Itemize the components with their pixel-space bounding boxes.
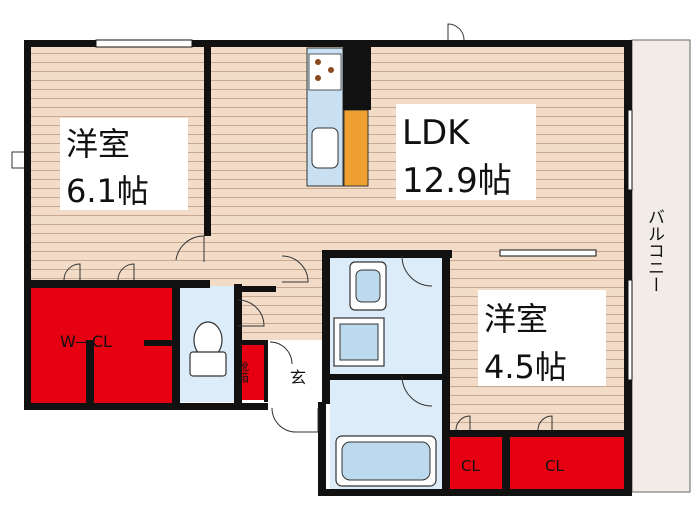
balcony-label: バルコニー [644, 208, 664, 293]
western-room-a-label-bg [60, 118, 188, 210]
stove-burner-3 [315, 75, 321, 81]
kitchen-wall-block [343, 46, 371, 110]
western-room-b-size: 4.5帖 [484, 348, 567, 386]
ldk-label-bg [396, 104, 536, 200]
stove-burner-1 [315, 59, 321, 65]
entrance-floor [268, 340, 324, 402]
bathtub-basin [341, 441, 431, 481]
kitchen-sink-icon [311, 127, 339, 169]
door-swing-icon [11, 23, 553, 433]
western-room-b-name: 洋室 [484, 300, 548, 338]
stove-icon [308, 53, 342, 91]
entrance-hall-floor [238, 286, 324, 340]
washing-machine-drum [355, 269, 381, 303]
stove-burner-2 [328, 67, 334, 73]
ldk-name: LDK [402, 113, 471, 153]
shoe-box-area [240, 344, 264, 400]
windows [95, 39, 633, 381]
closet-a-area [450, 434, 502, 492]
closet-b-area [510, 434, 628, 492]
shoe-box-label: 靴箱 [237, 360, 250, 384]
closet-b-label: CL [545, 457, 564, 475]
walk-in-closet-label: W―CL [60, 332, 112, 351]
toilet-tank [189, 351, 227, 377]
western-room-a-name: 洋室 [66, 125, 130, 163]
western-room-b-label-bg [478, 290, 606, 386]
entrance-label: 玄 [290, 368, 306, 387]
balcony-area [631, 39, 691, 493]
western-room-a-size: 6.1帖 [66, 172, 149, 210]
kitchen-counter [343, 109, 369, 187]
ldk-size: 12.9帖 [402, 161, 512, 201]
closet-a-label: CL [461, 457, 480, 475]
walls [24, 40, 632, 496]
washbasin-bowl [339, 323, 379, 361]
